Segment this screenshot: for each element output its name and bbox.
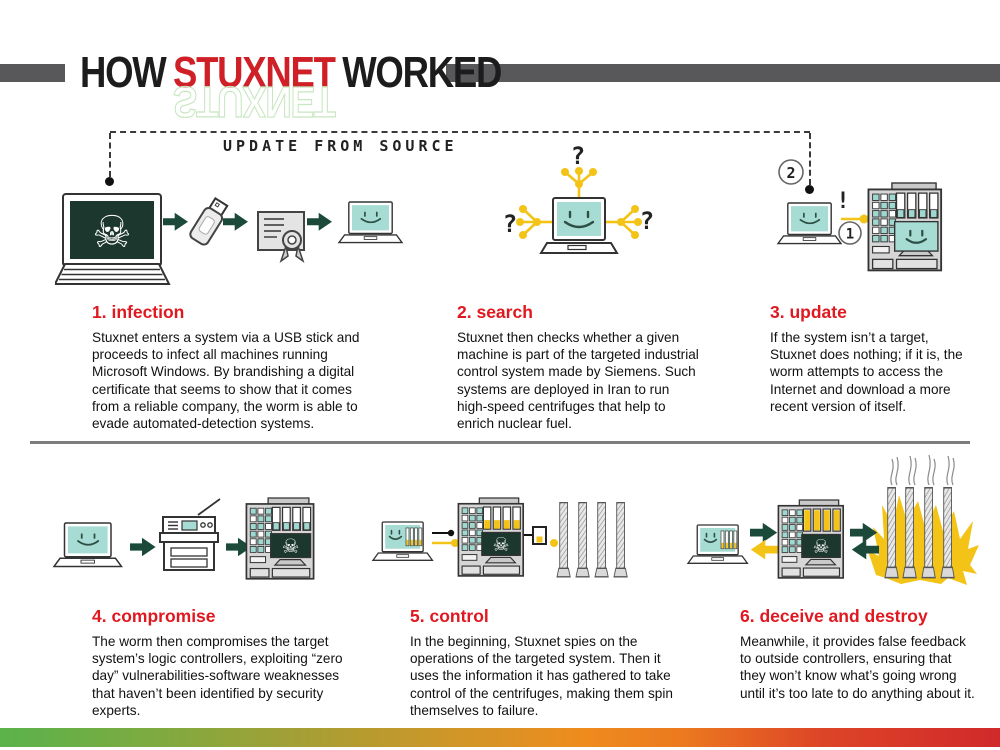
arrow-right-icon <box>750 522 778 543</box>
destroying-controller-icon <box>777 499 845 579</box>
digital-certificate-icon <box>257 211 305 263</box>
update-path-horizontal-line <box>110 131 810 133</box>
step-heading: 6. deceive and destroy <box>740 606 928 626</box>
search-illustration: ? ? ? <box>503 142 654 254</box>
spy-laptop-icon <box>372 521 434 562</box>
centrifuge-icon <box>575 502 590 578</box>
step-heading: 2. search <box>457 302 533 322</box>
update-illustration: 2 ! 1 <box>777 159 943 272</box>
compromise-illustration <box>53 497 315 580</box>
step-block-infection: 1. infection Stuxnet enters a system via… <box>92 302 368 432</box>
step-heading: 3. update <box>770 302 847 322</box>
arrow-left-icon <box>750 539 778 560</box>
worm-laptop-icon <box>53 522 123 568</box>
title-left-bar <box>0 64 65 82</box>
arrow-right-icon <box>223 212 248 231</box>
step-block-update: 3. update If the system isn’t a target, … <box>770 302 970 415</box>
deceive-destroy-illustration <box>687 454 979 585</box>
arrow-right-icon <box>130 537 156 557</box>
question-mark: ? <box>503 210 517 238</box>
clean-laptop-icon <box>338 201 403 244</box>
network-nodes <box>516 167 642 239</box>
deceived-laptop-icon <box>687 524 749 565</box>
centrifuge-icon <box>556 502 571 578</box>
siemens-controller-icon <box>867 182 943 272</box>
svg-text:1: 1 <box>846 227 854 243</box>
question-mark: ? <box>571 142 585 170</box>
line-node <box>447 529 455 537</box>
title-prefix: HOW <box>80 48 167 97</box>
infected-desktop-computer: ☠ <box>55 193 171 285</box>
step-heading: 1. infection <box>92 302 185 322</box>
exclamation-mark: ! <box>836 189 849 214</box>
update-path-left-drop-line <box>109 133 111 177</box>
line-node <box>451 539 459 547</box>
controlled-controller-icon <box>457 497 525 577</box>
step-body: Stuxnet then checks whether a given mach… <box>457 330 699 432</box>
section-divider <box>30 441 970 444</box>
svg-text:2: 2 <box>786 164 795 182</box>
step-heading: 5. control <box>410 606 489 626</box>
title-highlight: STUXNET STUXNET <box>172 48 336 127</box>
update-path-right-drop-line <box>809 133 811 185</box>
title-right-bar <box>446 64 1000 82</box>
step-block-search: 2. search Stuxnet then checks whether a … <box>457 302 699 432</box>
step-heading: 4. compromise <box>92 606 216 626</box>
internet-access-node <box>859 214 869 224</box>
step-body: Stuxnet enters a system via a USB stick … <box>92 330 360 432</box>
line-node <box>550 539 558 547</box>
skull-crossbones-icon: ☠ <box>92 207 131 258</box>
searching-laptop-icon <box>539 197 619 254</box>
control-illustration <box>372 497 628 578</box>
compromised-controller-icon <box>245 497 315 580</box>
step-body: Meanwhile, it provides false feedback to… <box>740 634 975 701</box>
update-path-right-endpoint <box>805 185 814 194</box>
infection-illustration: ☠ <box>55 193 403 285</box>
step-block-deceive-destroy: 6. deceive and destroy Meanwhile, it pro… <box>740 606 980 702</box>
step-body: If the system isn’t a target, Stuxnet do… <box>770 330 963 414</box>
arrow-right-icon <box>307 212 332 231</box>
step-two-badge <box>778 159 804 185</box>
step-block-compromise: 4. compromise The worm then compromises … <box>92 606 350 719</box>
update-path-label: UPDATE FROM SOURCE <box>223 137 458 155</box>
connector-box <box>532 526 547 545</box>
step-one-badge <box>838 221 862 245</box>
target-laptop-icon <box>777 202 842 245</box>
usb-stick-icon <box>189 197 229 246</box>
smoke-wisps <box>890 454 955 486</box>
controller-smiley-screen <box>893 220 939 252</box>
centrifuge-icon <box>594 502 609 578</box>
step-block-control: 5. control In the beginning, Stuxnet spi… <box>410 606 678 719</box>
title-suffix: WORKED <box>342 48 502 97</box>
update-path-left-endpoint <box>105 177 114 186</box>
centrifuge-icon <box>613 502 628 578</box>
question-mark: ? <box>640 207 654 235</box>
printer-icon <box>159 498 221 571</box>
page-title: HOW STUXNET STUXNET WORKED <box>80 48 502 127</box>
step-body: The worm then compromises the target sys… <box>92 634 343 718</box>
step-body: In the beginning, Stuxnet spies on the o… <box>410 634 673 718</box>
footer-gradient-bar <box>0 728 1000 747</box>
arrow-right-icon <box>850 522 878 543</box>
arrow-right-icon <box>163 212 188 231</box>
